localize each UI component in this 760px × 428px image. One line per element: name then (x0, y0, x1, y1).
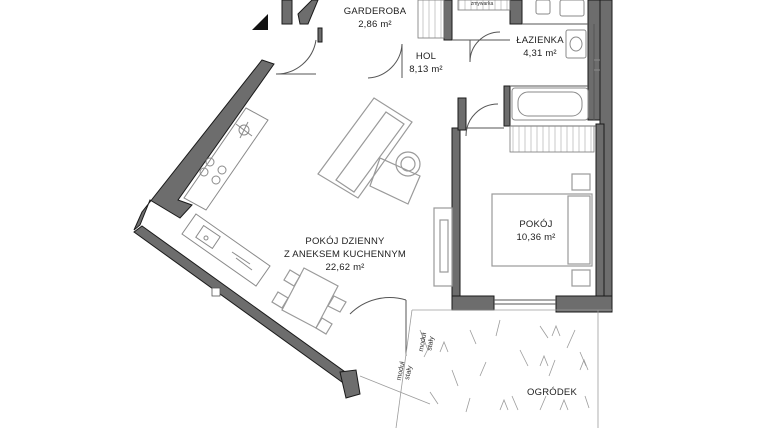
room-name-line1: POKÓJ DZIENNY (305, 236, 385, 247)
dishwasher-text: zmywarka (470, 1, 494, 7)
sofa (317, 97, 421, 205)
walls (133, 0, 613, 399)
wardrobe-shelves (417, 0, 445, 39)
room-label-pokoj-dzienny: POKÓJ DZIENNY Z ANEKSEM KUCHENNYM 22,62 … (270, 235, 420, 274)
room-name-line2: Z ANEKSEM KUCHENNYM (283, 249, 407, 260)
partition-lines (275, 23, 596, 356)
kitchen-counter (181, 107, 271, 287)
room-label-ogrodek: OGRÓDEK (520, 386, 584, 399)
room-area: 10,36 m² (516, 232, 556, 243)
garden-area (359, 309, 612, 428)
meter-box (211, 287, 221, 297)
bed (433, 173, 593, 287)
room-label-garderoba: GARDEROBA 2,86 m² (340, 5, 410, 31)
bathroom-fixtures (511, 0, 600, 121)
room-name: ŁAZIENKA (516, 35, 564, 46)
room-label-hol: HOL 8,13 m² (396, 50, 456, 76)
room-name: POKÓJ (519, 219, 553, 230)
room-name: OGRÓDEK (527, 387, 577, 398)
north-arrow-icon (252, 14, 268, 30)
room-name: HOL (415, 51, 437, 62)
modul-label-1: moduł stały (418, 332, 437, 354)
bath-shelves (457, 0, 511, 11)
dishwasher-label: zmywarka (462, 0, 502, 8)
room-area: 8,13 m² (409, 64, 443, 75)
room-label-lazienka: ŁAZIENKA 4,31 m² (510, 34, 570, 60)
room-area: 22,62 m² (325, 262, 365, 273)
dining-set (271, 267, 347, 335)
room-area: 4,31 m² (523, 48, 557, 59)
room-name: GARDEROBA (343, 6, 407, 17)
closet-shelves (509, 125, 595, 153)
room-label-pokoj: POKÓJ 10,36 m² (506, 218, 566, 244)
room-area: 2,86 m² (358, 19, 392, 30)
